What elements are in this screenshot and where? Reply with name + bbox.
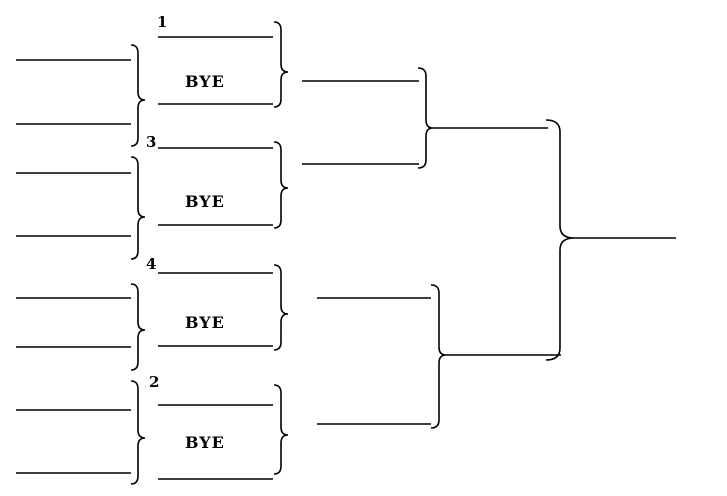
r2-brace-4 (273, 384, 289, 475)
seed-number: 1 (157, 13, 167, 31)
r3-brace-2 (430, 284, 447, 429)
r1-brace-3 (130, 283, 146, 371)
seed-number: 4 (146, 255, 156, 273)
r1-brace-1 (130, 44, 146, 147)
r1-brace-4 (130, 380, 146, 485)
bye-label: BYE (185, 433, 225, 452)
r2-brace-3 (273, 264, 289, 351)
round-3-braces (417, 67, 447, 429)
bye-label: BYE (185, 192, 225, 211)
seed-labels: 1 3 4 2 (146, 13, 167, 391)
r1-brace-2 (130, 156, 146, 260)
round-1-braces (130, 44, 146, 485)
round-3-slots (302, 80, 431, 425)
bye-labels: BYE BYE BYE BYE (185, 72, 225, 452)
r2-brace-2 (273, 141, 289, 229)
round-2-braces (273, 21, 289, 475)
semifinal-slots (433, 127, 561, 356)
seed-number: 3 (146, 133, 156, 151)
r3-brace-1 (417, 67, 434, 169)
seed-number: 2 (149, 373, 159, 391)
bye-label: BYE (185, 313, 225, 332)
round-2-slots (158, 36, 273, 480)
round-1-slots (16, 59, 131, 474)
final-brace (545, 119, 575, 361)
bye-label: BYE (185, 72, 225, 91)
r2-brace-1 (273, 21, 289, 108)
